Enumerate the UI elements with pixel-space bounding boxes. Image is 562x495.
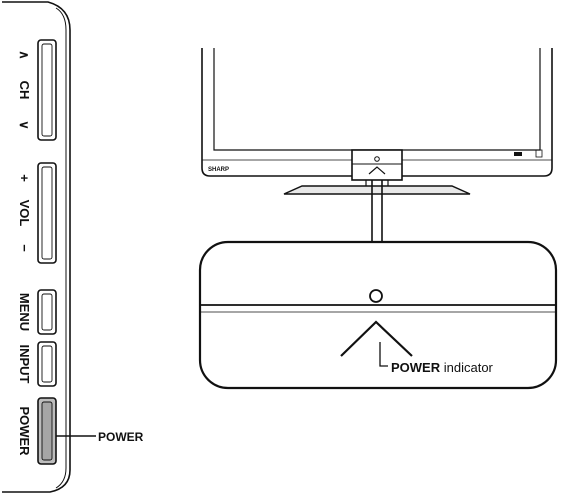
- tv-badge-1: [514, 152, 522, 156]
- indicator-chevron-small: [368, 166, 386, 175]
- power-indicator-label: POWER indicator: [391, 360, 494, 375]
- indicator-housing: [351, 149, 403, 181]
- power-indicator-chevron: [340, 320, 413, 357]
- menu-button-inner: [41, 293, 53, 331]
- power-indicator-light: [369, 289, 383, 303]
- vol-label: VOL: [17, 200, 32, 227]
- tv-badge-2: [535, 149, 543, 158]
- input-button[interactable]: [37, 341, 57, 387]
- power-indicator-zoom: POWER indicator: [198, 240, 558, 390]
- input-button-labels: INPUT: [17, 345, 32, 384]
- indicator-light-small: [374, 156, 380, 162]
- vol-minus-symbol: −: [17, 244, 32, 252]
- vol-plus-symbol: +: [17, 174, 32, 182]
- power-button-labels: POWER: [17, 406, 32, 456]
- tv-brand-logo: SHARP: [208, 167, 229, 173]
- ch-button-inner: [41, 43, 53, 137]
- power-callout-label: POWER: [98, 430, 144, 444]
- menu-label: MENU: [17, 293, 32, 331]
- ch-down-symbol: ∨: [17, 120, 32, 130]
- tv-stand-base: [283, 185, 471, 195]
- ch-up-symbol: ∧: [17, 50, 32, 60]
- input-button-inner: [41, 345, 53, 383]
- panel-outline: [2, 1, 71, 493]
- panel-inner-edge: [55, 7, 67, 489]
- ch-button[interactable]: [37, 39, 57, 141]
- side-control-panel: ∧ CH ∨ + VOL − MENU INPUT POWER: [2, 1, 144, 493]
- power-button-inner: [41, 401, 53, 461]
- ch-button-labels: ∧ CH ∨: [17, 50, 32, 130]
- tv-illustration: SHARP: [201, 48, 553, 195]
- vol-button[interactable]: [37, 162, 57, 264]
- zoom-box: [198, 240, 558, 390]
- vol-button-labels: + VOL −: [17, 174, 32, 252]
- tv-screen: [213, 48, 541, 151]
- power-indicator-label-bold: POWER: [391, 360, 441, 375]
- vol-button-inner: [41, 166, 53, 260]
- menu-button[interactable]: [37, 289, 57, 335]
- power-indicator-pointer: [379, 342, 388, 367]
- power-indicator-label-rest: indicator: [440, 360, 493, 375]
- input-label: INPUT: [17, 345, 32, 384]
- menu-button-labels: MENU: [17, 293, 32, 331]
- power-label: POWER: [17, 406, 32, 456]
- ch-label: CH: [17, 81, 32, 100]
